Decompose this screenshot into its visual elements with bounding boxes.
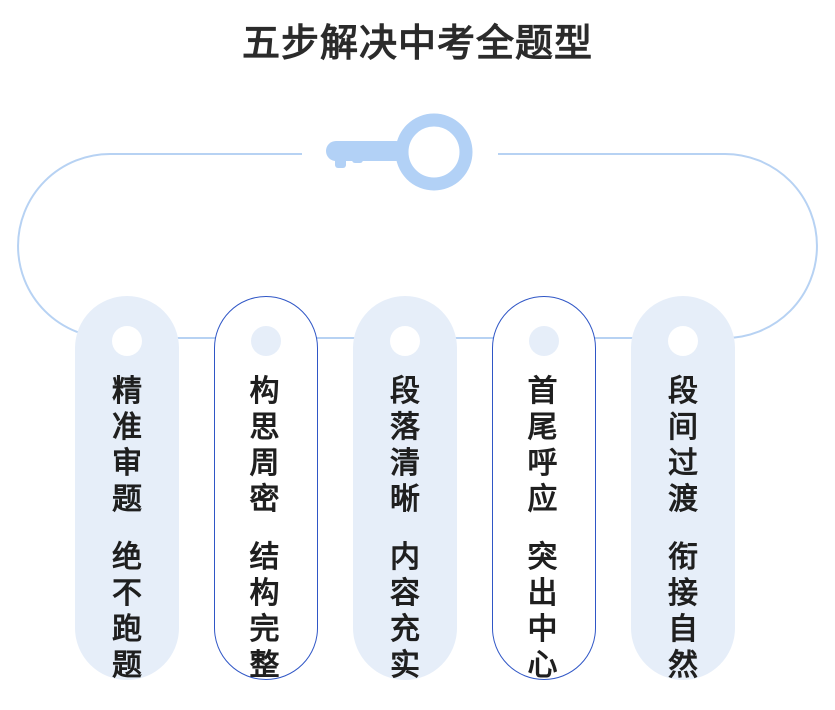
tag-hole [668, 326, 698, 356]
tag-step-2: 构思周密 结构完整 [214, 296, 318, 683]
tag-char: 思 [249, 409, 280, 445]
tag-char: 出 [527, 575, 558, 611]
tag-line-2: 结构完整 [250, 540, 280, 684]
tag-text: 精准审题 绝不跑题 [112, 374, 142, 684]
tag-char: 清 [390, 446, 420, 481]
tag-char: 中 [527, 611, 558, 647]
tag-char: 绝 [112, 540, 142, 575]
tag-text: 首尾呼应 突出中心 [528, 374, 558, 684]
tag-line-1: 构思周密 [250, 374, 280, 518]
tag-char: 密 [249, 481, 280, 517]
page-title: 五步解决中考全题型 [241, 21, 593, 65]
tag-char: 首 [527, 373, 558, 409]
tag-char: 题 [112, 648, 142, 683]
tag-char: 精 [112, 374, 142, 409]
tag-text: 段间过渡 衔接自然 [668, 374, 698, 684]
tag-text: 构思周密 结构完整 [250, 374, 280, 684]
tag-char: 不 [112, 576, 142, 611]
tag-line-2: 内容充实 [390, 540, 420, 684]
tag-char: 段 [668, 374, 698, 409]
tag-char: 应 [527, 481, 558, 517]
key-icon [326, 113, 473, 191]
tag-char: 充 [390, 612, 420, 647]
tag-char: 完 [249, 611, 280, 647]
tag-hole [390, 326, 420, 356]
tag-char: 尾 [527, 409, 558, 445]
tag-char: 间 [668, 410, 698, 445]
tag-char: 晰 [390, 482, 420, 517]
tag-line-2: 绝不跑题 [112, 540, 142, 684]
tag-char: 渡 [668, 482, 698, 517]
tag-line-1: 精准审题 [112, 374, 142, 518]
tag-char: 落 [390, 410, 420, 445]
tag-char: 衔 [668, 540, 698, 575]
tag-char: 内 [390, 540, 420, 575]
tag-char: 题 [112, 482, 142, 517]
tag-line-1: 首尾呼应 [528, 374, 558, 518]
tag-char: 自 [668, 612, 698, 647]
tag-char: 然 [668, 648, 698, 683]
tag-hole [529, 326, 559, 356]
tag-line-2: 突出中心 [528, 540, 558, 684]
tag-line-1: 段间过渡 [668, 374, 698, 518]
tag-char: 心 [527, 647, 558, 683]
tag-step-5: 段间过渡 衔接自然 [631, 296, 735, 683]
tag-char: 实 [390, 648, 420, 683]
tag-char: 整 [249, 647, 280, 683]
tag-char: 结 [249, 539, 280, 575]
tag-step-1: 精准审题 绝不跑题 [75, 296, 179, 683]
tag-char: 容 [390, 576, 420, 611]
tag-char: 构 [249, 575, 280, 611]
tag-hole [112, 326, 142, 356]
tag-line-1: 段落清晰 [390, 374, 420, 518]
tag-char: 段 [390, 374, 420, 409]
tag-char: 准 [112, 410, 142, 445]
tag-char: 周 [249, 445, 280, 481]
tag-char: 跑 [112, 612, 142, 647]
tag-text: 段落清晰 内容充实 [390, 374, 420, 684]
tag-char: 接 [668, 576, 698, 611]
tag-step-3: 段落清晰 内容充实 [353, 296, 457, 683]
tag-char: 审 [112, 446, 142, 481]
tag-char: 过 [668, 446, 698, 481]
tag-step-4: 首尾呼应 突出中心 [492, 296, 596, 683]
tag-hole [251, 326, 281, 356]
tag-char: 构 [249, 373, 280, 409]
tag-line-2: 衔接自然 [668, 540, 698, 684]
tag-char: 突 [527, 539, 558, 575]
tag-char: 呼 [527, 445, 558, 481]
